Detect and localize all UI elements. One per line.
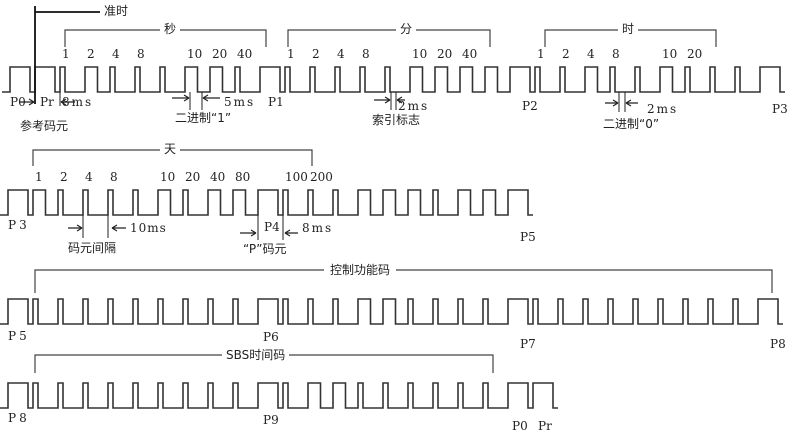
10ms-label: 10ms [130, 221, 167, 235]
bit-weight-label: 2 [87, 47, 95, 61]
p4-label: P4 [264, 220, 280, 234]
bit-weight-label: 1 [62, 47, 70, 61]
index-left-arrow [374, 96, 391, 104]
bit-weight-label: 20 [437, 47, 453, 61]
p4-left-arrow [240, 229, 257, 237]
bit-weight-label: 4 [337, 47, 345, 61]
binary-one-label: 二进制“1” [175, 111, 232, 125]
bit-weight-label: 8 [362, 47, 370, 61]
bit-weight-label: 20 [687, 47, 703, 61]
bit-weight-label: 20 [185, 170, 201, 184]
bit-weight-label: 4 [85, 170, 93, 184]
minutes-bracket-label: 分 [396, 23, 417, 35]
waveform-row-1 [2, 66, 785, 93]
row2-p3-label: P3 [8, 218, 30, 232]
bit-weight-label: 100 [285, 170, 308, 184]
bit-weight-label: 40 [237, 47, 253, 61]
bit-weight-label: 4 [587, 47, 595, 61]
binary-one-right-arrow [202, 94, 220, 102]
control-bracket-label: 控制功能码 [324, 264, 397, 276]
interval-left-arrow [68, 224, 83, 232]
minutes-bracket [287, 29, 491, 47]
on-time-label: 准时 [104, 4, 129, 18]
bit-weight-label: 1 [35, 170, 43, 184]
bit-weight-label: 40 [210, 170, 226, 184]
bit-weight-label: 1 [537, 47, 545, 61]
p2-label: P2 [522, 99, 538, 113]
hours-bracket-label: 时 [618, 23, 639, 35]
p-symbol-label: “P”码元 [243, 242, 287, 256]
2ms-zero-label: 2ms [647, 102, 679, 116]
symbol-interval-label: 码元间隔 [68, 241, 117, 255]
p7-label: P7 [520, 337, 536, 351]
binary-zero-label: 二进制“0” [603, 117, 660, 131]
p9-label: P9 [263, 413, 279, 427]
binary-zero-left-arrow [605, 99, 619, 107]
bit-weight-label: 10 [187, 47, 203, 61]
5ms-label: 5ms [224, 95, 256, 109]
index-right-arrow [396, 96, 405, 104]
bit-weight-label: 2 [312, 47, 320, 61]
binary-zero-right-arrow [625, 99, 638, 107]
sbs-bracket-label: SBS时间码 [222, 349, 290, 361]
bit-weight-label: 200 [310, 170, 333, 184]
bit-weight-label: 4 [112, 47, 120, 61]
bit-weight-label: 2 [562, 47, 570, 61]
bit-weight-label: 40 [462, 47, 478, 61]
bit-weight-label: 8 [110, 170, 118, 184]
p3-label: P3 [772, 102, 788, 116]
days-bracket-label: 天 [160, 143, 181, 155]
bit-weight-label: 10 [662, 47, 678, 61]
on-time-marker [34, 6, 100, 104]
seconds-bracket-label: 秒 [160, 23, 181, 35]
p5-label: P5 [520, 230, 536, 244]
binary-one-left-arrow [172, 94, 190, 102]
p0-label: P0 [10, 95, 26, 109]
bit-weight-label: 8 [137, 47, 145, 61]
waveform-row-3 [0, 298, 783, 325]
index-marker-label: 索引标志 [372, 113, 421, 127]
bit-weight-label: 2 [60, 170, 68, 184]
bit-weight-label: 20 [212, 47, 228, 61]
p8-label: P8 [770, 337, 786, 351]
8ms-label: 8ms [62, 95, 94, 109]
bit-weight-label: 10 [160, 170, 176, 184]
p1-label: P1 [268, 95, 284, 109]
row4-pr-label: Pr [538, 419, 552, 433]
bit-weight-label: 10 [412, 47, 428, 61]
waveform-row-2 [0, 189, 533, 216]
bit-weight-label: 80 [235, 170, 251, 184]
pr-8ms-arrow [60, 98, 75, 106]
2ms-index-label: 2ms [398, 99, 430, 113]
bit-weight-label: 8 [612, 47, 620, 61]
pr-label: Pr [40, 95, 54, 109]
control-function-bracket [34, 269, 773, 293]
p6-label: P6 [263, 330, 279, 344]
reference-symbol-label: 参考码元 [20, 119, 69, 133]
8ms-p-label: 8ms [302, 221, 334, 235]
interval-right-arrow [111, 224, 126, 232]
waveform-row-4 [0, 382, 558, 409]
p0-arrow [20, 98, 35, 106]
p4-right-arrow [284, 229, 298, 237]
bit-weight-label: 1 [287, 47, 295, 61]
row4-p0-label: P0 [512, 419, 528, 433]
row4-p8-label: P8 [8, 411, 30, 425]
row3-p5-label: P5 [8, 329, 30, 343]
